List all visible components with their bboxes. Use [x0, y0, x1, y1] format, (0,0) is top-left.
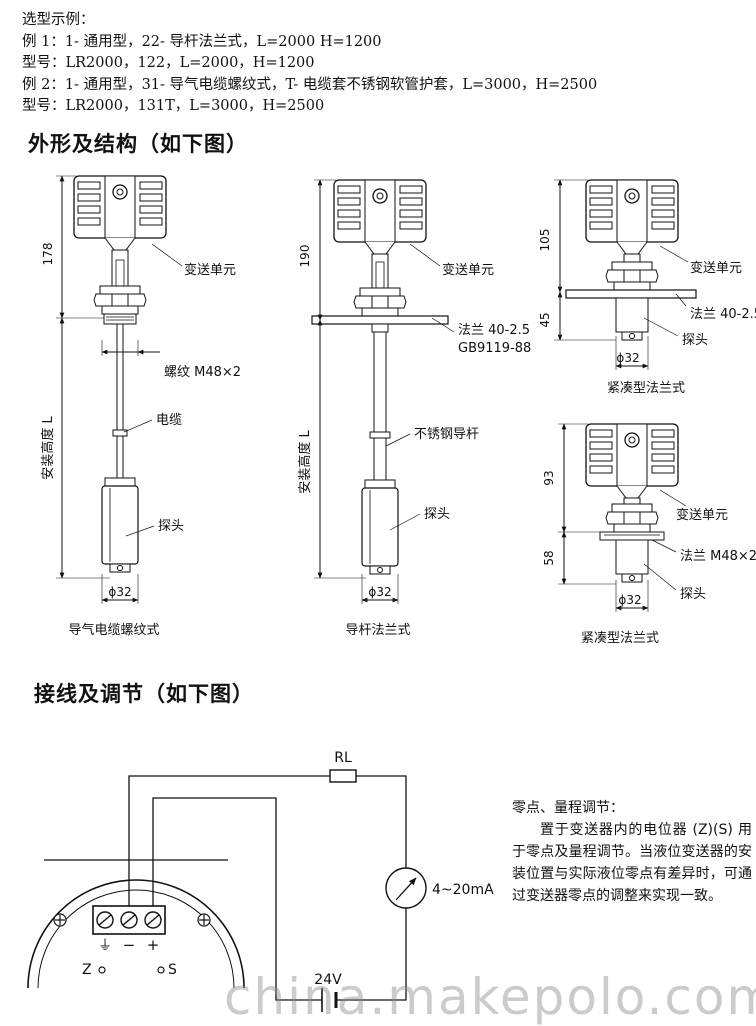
- standard-label: GB9119-88: [458, 341, 531, 356]
- example-line-4: 型号：LR2000，131T，L=3000，H=2500: [22, 98, 325, 114]
- probe-2: [361, 479, 399, 575]
- transmitter-head-1: [73, 175, 167, 251]
- span-pot-label: S: [168, 962, 177, 978]
- transmitter-label-1: 变送单元: [184, 262, 236, 278]
- zero-pot-label: Z: [82, 962, 92, 978]
- flange-label-4: 法兰 M48×2: [680, 549, 756, 564]
- examples-title: 选型示例：: [22, 12, 95, 28]
- load-resistor: [329, 769, 357, 783]
- mount-screw-right: [197, 913, 211, 927]
- transmitter-label-2: 变送单元: [442, 262, 494, 278]
- housing-inner: [37, 889, 235, 989]
- rod-label: 不锈钢导杆: [414, 427, 479, 442]
- probe-label-2: 探头: [424, 507, 450, 522]
- wiring-diagram: ⏚ − + Z S RL 4~20mA 24V: [27, 750, 494, 1012]
- figure-compact-flange-2: 93 58 ϕ32 变送单元 法兰 M48×2 探头 紧凑型法兰式: [542, 423, 756, 646]
- transmitter-label-4: 变送单元: [676, 507, 728, 523]
- example-line-1: 例 1：1- 通用型，22- 导杆法兰式，L=2000 H=1200: [22, 33, 382, 50]
- supply-label: 24V: [314, 972, 342, 988]
- dim-93: 93: [542, 470, 556, 485]
- transmitter-head-2: [333, 179, 427, 255]
- example-line-3: 例 2：1- 通用型，31- 导气电缆螺纹式，T- 电缆套不锈钢软管护套，L=3…: [22, 76, 598, 93]
- dim-178: 178: [41, 243, 55, 266]
- caption-2: 导杆法兰式: [345, 623, 410, 638]
- caption-3: 紧凑型法兰式: [607, 381, 685, 396]
- note-title: 零点、量程调节：: [512, 800, 624, 816]
- transmitter-head-3: [585, 179, 679, 255]
- selection-examples: 选型示例： 例 1：1- 通用型，22- 导杆法兰式，L=2000 H=1200…: [22, 10, 597, 118]
- probe-label-1: 探头: [158, 519, 184, 534]
- flange-label-2: 法兰 40-2.5: [458, 323, 530, 338]
- span-pot: [157, 966, 165, 974]
- terminal-screw-minus: [120, 911, 138, 929]
- probe-label-4: 探头: [680, 587, 706, 602]
- meter-label: 4~20mA: [432, 882, 494, 898]
- housing-outer: [27, 879, 245, 989]
- wire-plus: [152, 797, 322, 1001]
- transmitter-label-3: 变送单元: [690, 260, 742, 276]
- terminal-screw-plus: [144, 911, 162, 929]
- figure-compact-flange-1: 105 45 ϕ32 变送单元 法兰 40-2.5 探头 紧凑型法兰式: [538, 179, 756, 396]
- flange-label-3: 法兰 40-2.5: [690, 307, 756, 322]
- terminal-screw-ground: [96, 911, 114, 929]
- wire-resistor-meter: [356, 775, 407, 868]
- install-height-2: 安装高度 L: [297, 430, 313, 494]
- note-body: 置于变送器内的电位器 (Z)(S) 用于零点及量程调节。当液位变送器的安装位置与…: [512, 822, 752, 904]
- cable-label: 电缆: [156, 412, 182, 428]
- figure-cable-threaded: 178 安装高度 L ϕ32 螺纹 M48×2 变送单元 电缆 探头 导气电缆螺…: [40, 175, 241, 638]
- terminal-label-plus: +: [147, 936, 160, 954]
- dim-45: 45: [538, 312, 552, 327]
- section-title-structure: 外形及结构（如下图）: [28, 131, 248, 156]
- watermark: china.makepolo.com: [224, 968, 756, 1026]
- probe-label-3: 探头: [682, 333, 708, 348]
- diameter-4: ϕ32: [618, 593, 641, 607]
- wire-meter-supply: [336, 908, 407, 1001]
- terminal-label-minus: −: [123, 936, 136, 954]
- diameter-1: ϕ32: [108, 585, 131, 599]
- diameter-2: ϕ32: [368, 585, 391, 599]
- transmitter-head-4: [585, 423, 679, 499]
- figure-rod-flange: 190 安装高度 L ϕ32 变送单元 法兰 40-2.5 GB9119-88 …: [297, 179, 531, 638]
- install-height-1: 安装高度 L: [40, 416, 56, 480]
- terminal-label-ground: ⏚: [98, 938, 112, 954]
- section-title-wiring: 接线及调节（如下图）: [34, 681, 254, 706]
- example-line-2: 型号：LR2000，122，L=2000，H=1200: [22, 55, 315, 71]
- diameter-3: ϕ32: [616, 351, 639, 365]
- mount-screw-left: [53, 913, 67, 927]
- caption-4: 紧凑型法兰式: [581, 631, 659, 646]
- dim-105: 105: [538, 229, 552, 252]
- adjustment-note: 零点、量程调节： 置于变送器内的电位器 (Z)(S) 用于零点及量程调节。当液位…: [512, 797, 752, 907]
- dim-58: 58: [542, 550, 556, 565]
- resistor-label: RL: [334, 750, 352, 766]
- zero-pot: [98, 966, 106, 974]
- dim-190: 190: [298, 245, 312, 268]
- caption-1: 导气电缆螺纹式: [68, 622, 159, 638]
- ammeter-icon: [385, 867, 427, 909]
- probe-1: [101, 477, 139, 573]
- wire-minus: [128, 775, 330, 906]
- thread-label: 螺纹 M48×2: [164, 365, 241, 380]
